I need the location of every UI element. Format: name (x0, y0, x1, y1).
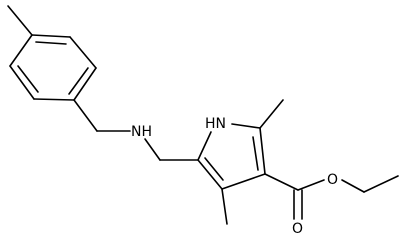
bond-ring-1-inner (35, 41, 67, 45)
bond-pyrrole-c4-c5-inner (204, 157, 224, 181)
bond-pyrrole-c2-c3 (259, 127, 266, 175)
bond-o-ch2 (341, 179, 365, 193)
bond-ring-3-inner (68, 67, 89, 95)
ester-oxygen-label: O (327, 172, 338, 188)
bond-pyrrole-n-c2 (231, 123, 261, 129)
bond-pyrrole-c3-c4 (221, 173, 266, 190)
pyrrole-hn-label: HN (205, 116, 226, 132)
atom-labels: NH HN O O (131, 116, 338, 237)
bond-c4-methyl (221, 188, 228, 225)
bond-ring-1 (31, 34, 71, 38)
bond-ring-6 (9, 34, 33, 67)
bond-ring-3 (73, 67, 97, 101)
bond-pyrrole-c2-c3-inner (252, 136, 259, 171)
bond-c3-carbonyl-c (264, 173, 299, 191)
bond-c2-methyl (259, 99, 284, 129)
bond-ring-5 (9, 65, 35, 100)
carbonyl-oxygen-label: O (292, 221, 303, 237)
amine-nh-label: NH (131, 124, 152, 140)
bond-ring-4 (33, 98, 75, 101)
bond-pyrrole-c4-c5 (197, 159, 223, 190)
bond-aryl-methyl (7, 5, 33, 36)
bond-pyrrole-c5-n (197, 131, 212, 161)
bond-benzyl-ch2 (73, 99, 98, 132)
bonds (7, 5, 399, 225)
bond-carbonyl-c-o (297, 179, 325, 191)
bond-amine-ch2 (144, 138, 161, 161)
bond-ethyl-ch3 (363, 175, 399, 193)
bond-ring-2 (69, 36, 97, 69)
bond-ring-5-inner (17, 65, 39, 93)
